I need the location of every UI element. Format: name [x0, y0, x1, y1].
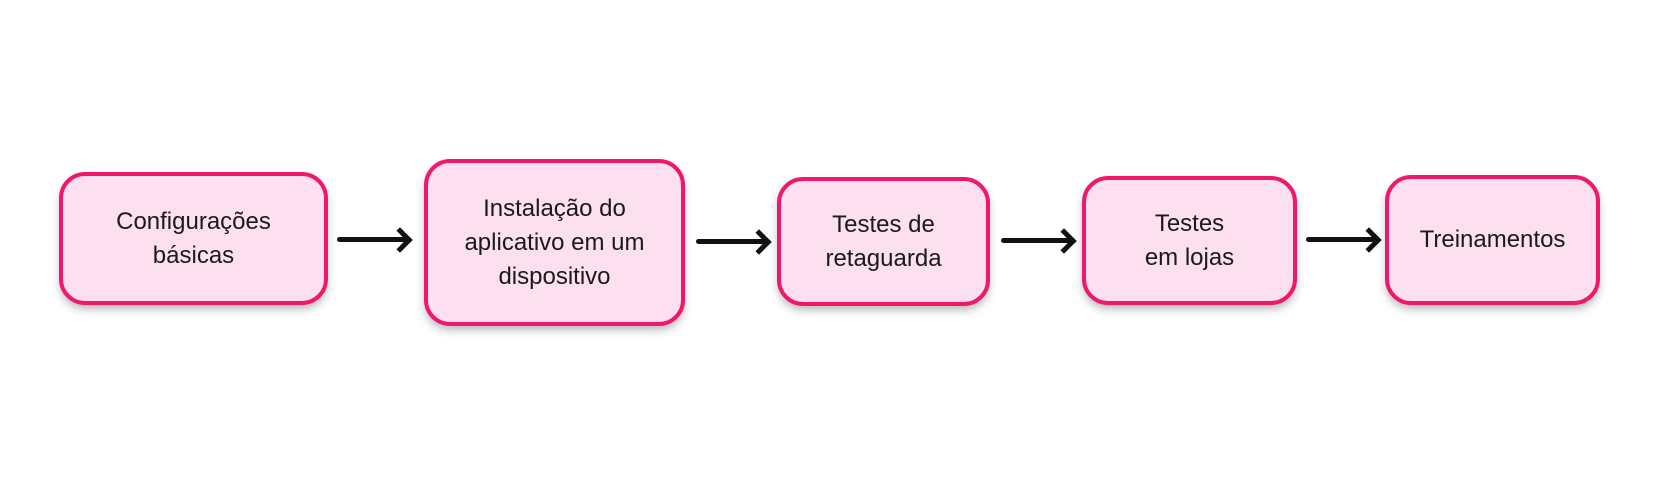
node-label: Instalação do aplicativo em um dispositi… — [464, 194, 645, 290]
flow-node-testes-em-lojas: Testes em lojas — [1082, 176, 1297, 305]
flow-node-treinamentos: Treinamentos — [1385, 175, 1600, 305]
node-label: Configurações básicas — [116, 207, 271, 269]
node-label: Treinamentos — [1419, 226, 1566, 253]
node-label: Testes de retaguarda — [825, 210, 942, 272]
flow-arrow-2 — [696, 239, 766, 244]
flow-node-testes-retaguarda: Testes de retaguarda — [777, 177, 990, 306]
flow-arrow-3 — [1001, 238, 1071, 243]
flow-arrow-1 — [337, 237, 407, 242]
flow-node-configuracoes-basicas: Configurações básicas — [59, 172, 328, 305]
flow-node-instalacao-aplicativo: Instalação do aplicativo em um dispositi… — [424, 159, 685, 326]
node-label: Testes em lojas — [1144, 209, 1235, 271]
flow-arrow-4 — [1306, 237, 1376, 242]
